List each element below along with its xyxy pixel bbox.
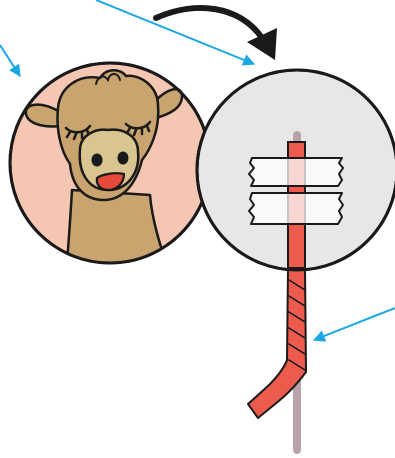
camel-left-nostril <box>92 154 103 167</box>
stick-with-tape-icon <box>197 70 395 450</box>
pointer-line-ribbon <box>314 308 395 340</box>
camel-right-nostril <box>118 152 129 165</box>
tape-bottom <box>249 193 343 224</box>
tape-top <box>249 158 343 186</box>
curved-arrow-icon <box>156 8 277 60</box>
pointer-line-camel <box>0 45 20 76</box>
camel-face-icon <box>10 63 210 275</box>
